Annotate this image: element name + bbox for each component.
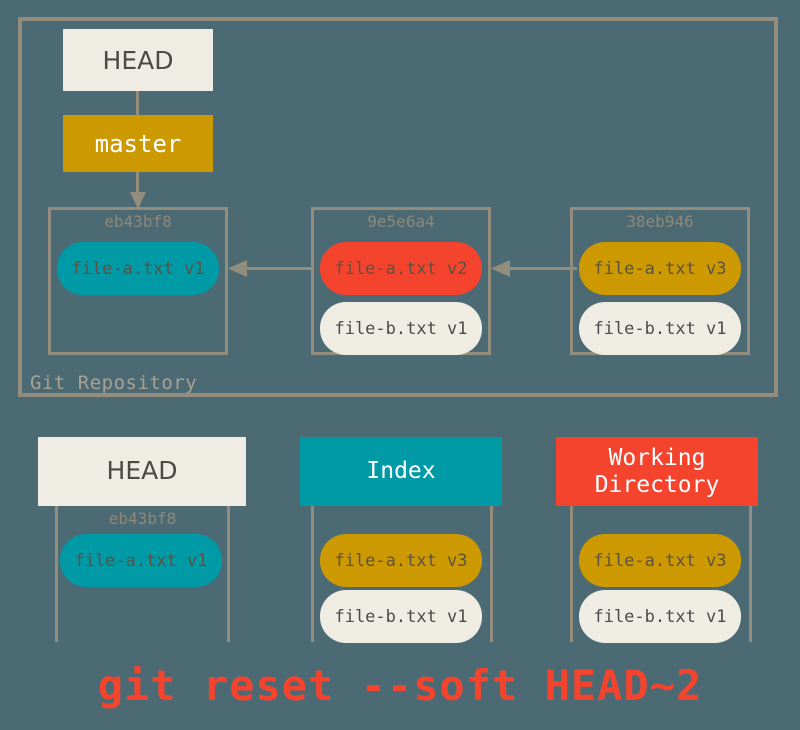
commit-hash-9e5e6a4: 9e5e6a4 bbox=[367, 212, 435, 231]
stage-working-directory-right-rail bbox=[749, 506, 752, 642]
stage-head-left-rail bbox=[55, 506, 58, 642]
commit-blob-file-b-v1-middle: file-b.txt v1 bbox=[320, 302, 482, 355]
git-repository-frame bbox=[18, 17, 778, 397]
repo-head-pointer-box: HEAD bbox=[63, 29, 213, 91]
commit-blob-file-b-v1-right: file-b.txt v1 bbox=[579, 302, 741, 355]
commit-link-arrow-9e5e6a4-to-eb43bf8 bbox=[228, 260, 314, 277]
stage-header-head-label: HEAD bbox=[106, 456, 178, 486]
repo-branch-master-label: master bbox=[94, 129, 182, 158]
stage-working-directory-left-rail bbox=[570, 506, 573, 642]
commit-box-eb43bf8 bbox=[48, 207, 228, 355]
command-caption: git reset --soft HEAD~2 bbox=[97, 661, 703, 710]
stage-head-blob-file-a-v1: file-a.txt v1 bbox=[60, 534, 222, 587]
stage-index-blob-file-a-v3: file-a.txt v3 bbox=[320, 534, 482, 587]
commit-hash-38eb946: 38eb946 bbox=[626, 212, 694, 231]
repo-branch-master-box: master bbox=[63, 115, 213, 172]
commit-blob-file-a-v3: file-a.txt v3 bbox=[579, 242, 741, 295]
commit-link-arrow-38eb946-to-9e5e6a4 bbox=[491, 260, 577, 277]
head-to-master-connector bbox=[136, 91, 139, 115]
stage-header-working-directory-line2: Directory bbox=[594, 471, 720, 498]
stage-header-head: HEAD bbox=[38, 437, 246, 506]
stage-header-index: Index bbox=[300, 437, 502, 506]
stage-header-working-directory-line1: Working bbox=[608, 445, 706, 472]
stage-head-hash: eb43bf8 bbox=[108, 509, 177, 528]
git-repository-label: Git Repository bbox=[30, 372, 198, 394]
stage-working-directory-blob-file-b-v1: file-b.txt v1 bbox=[579, 590, 741, 643]
repo-head-pointer-label: HEAD bbox=[102, 45, 174, 75]
master-to-commit-arrow bbox=[130, 172, 146, 209]
stage-working-directory-blob-file-a-v3: file-a.txt v3 bbox=[579, 534, 741, 587]
stage-index-left-rail bbox=[311, 506, 314, 642]
stage-header-index-label: Index bbox=[366, 458, 436, 485]
stage-head-right-rail bbox=[227, 506, 230, 642]
commit-hash-eb43bf8: eb43bf8 bbox=[104, 212, 172, 231]
stage-header-working-directory: Working Directory bbox=[556, 437, 758, 506]
stage-index-right-rail bbox=[490, 506, 493, 642]
stage-index-blob-file-b-v1: file-b.txt v1 bbox=[320, 590, 482, 643]
commit-blob-file-a-v2: file-a.txt v2 bbox=[320, 242, 482, 295]
commit-blob-file-a-v1: file-a.txt v1 bbox=[57, 242, 219, 295]
